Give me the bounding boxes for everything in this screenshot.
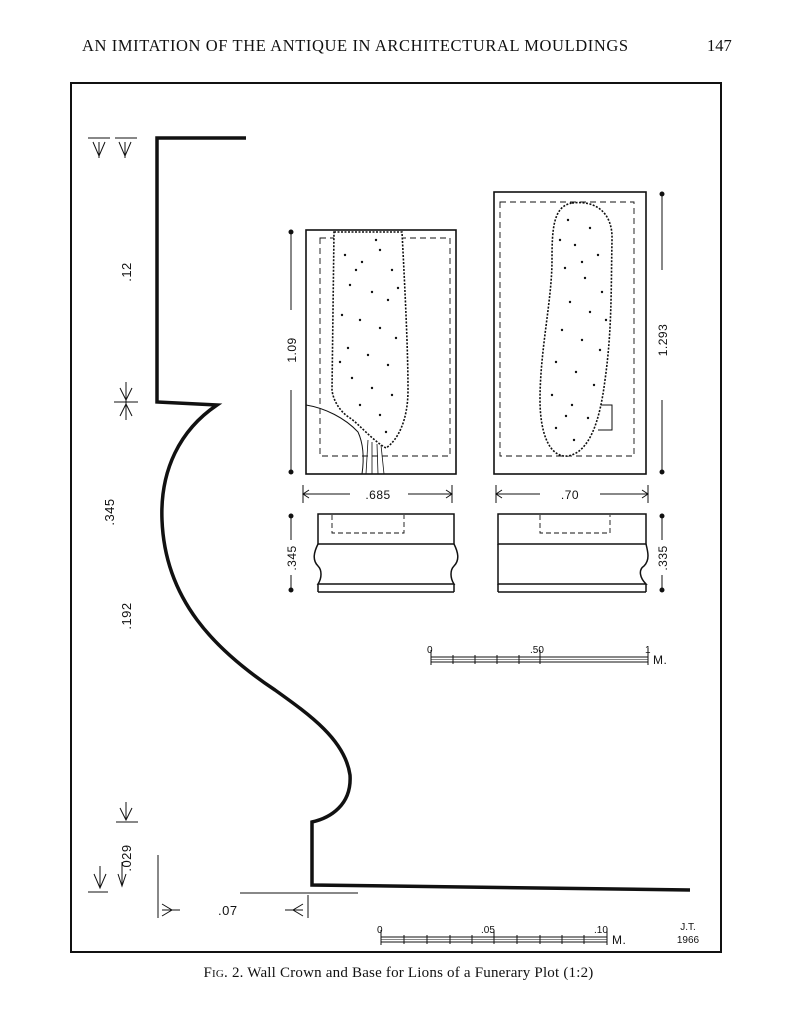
left-lion-silhouette: [331, 231, 409, 449]
moulding-profile: [155, 136, 691, 892]
scale-large-unit: M.: [653, 653, 667, 667]
scale-small-tick-end: .10: [594, 925, 608, 936]
right-base-dimension-marks: [659, 513, 665, 593]
page-number: 147: [707, 36, 732, 55]
dim-left-width: .685: [365, 488, 390, 502]
scale-small-unit: M.: [612, 933, 626, 947]
dim-left-height: 1.09: [285, 337, 299, 362]
dim-left-base: .345: [285, 545, 299, 570]
dim-right-width: .70: [561, 488, 579, 502]
right-block-dimension-marks: [495, 191, 665, 503]
left-base-dimension-marks: [288, 513, 294, 593]
caption-text: Wall Crown and Base for Lions of a Funer…: [247, 965, 594, 981]
scale-bar-large: [430, 648, 649, 665]
running-title: AN IMITATION OF THE ANTIQUE IN ARCHITECT…: [82, 36, 629, 55]
scale-large-tick-mid: .50: [530, 645, 544, 656]
dim-right-height: 1.293: [656, 324, 670, 357]
right-block-elevation: [493, 191, 647, 475]
scale-large-tick-end: 1: [645, 645, 651, 656]
profile-dimension-marks: [88, 137, 358, 918]
right-base-elevation: [497, 513, 649, 593]
left-block-elevation: [305, 229, 457, 475]
scale-small-tick-0: 0: [377, 925, 383, 936]
left-block-dimension-marks: [288, 229, 453, 503]
caption-label: Fig. 2.: [203, 965, 244, 981]
dim-projection: .07: [218, 903, 238, 918]
figure-frame: [70, 82, 722, 953]
dim-right-base: .335: [656, 545, 670, 570]
left-base-elevation: [313, 513, 459, 593]
dim-base-height: .029: [119, 844, 134, 871]
signature-year: 1966: [677, 935, 700, 946]
right-lion-stipple: [550, 218, 608, 442]
signature-initials: J.T.: [680, 922, 696, 933]
dim-curve-height: .192: [119, 602, 134, 629]
right-lion-silhouette: [539, 201, 613, 457]
figure-caption: Fig. 2. Wall Crown and Base for Lions of…: [0, 965, 797, 982]
scale-small-tick-mid: .05: [481, 925, 495, 936]
scale-bar-small: [380, 928, 608, 945]
scale-large-tick-0: 0: [427, 645, 433, 656]
dim-crown-height: .12: [119, 262, 134, 282]
dim-total-height: .345: [102, 498, 117, 525]
left-lion-stipple: [338, 238, 400, 434]
